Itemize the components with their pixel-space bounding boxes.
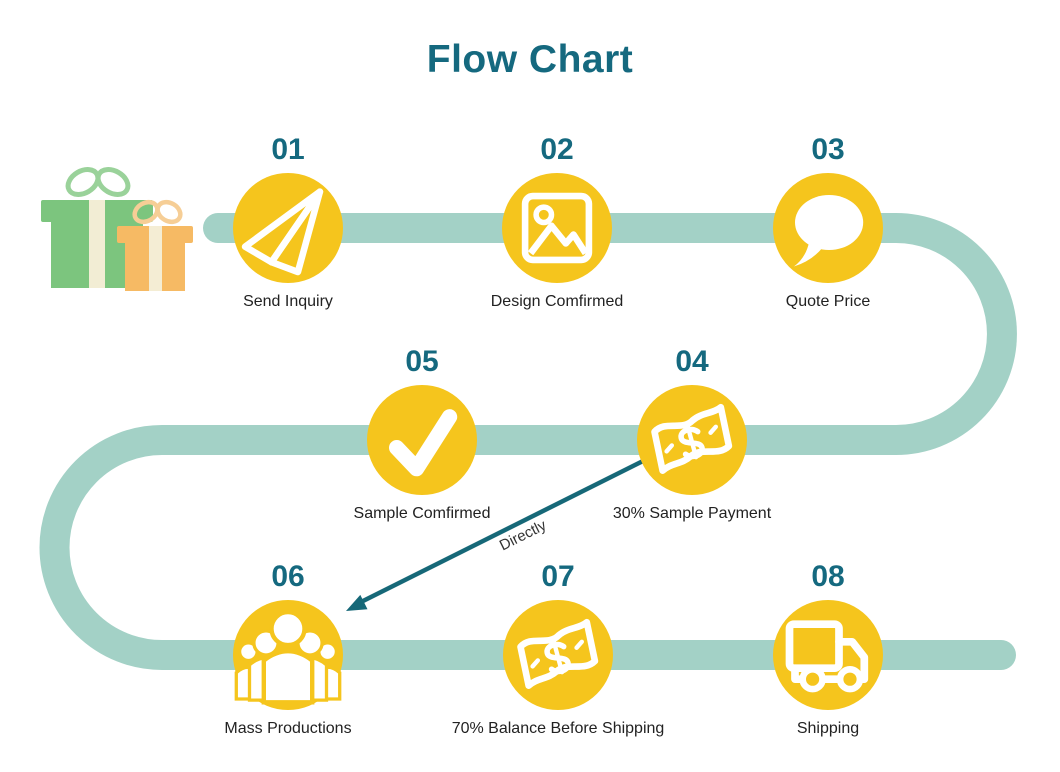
step-number: 06 xyxy=(271,560,305,593)
step-label: Shipping xyxy=(796,720,860,737)
step-circle xyxy=(773,173,883,283)
gift-green-ribbon xyxy=(89,200,105,288)
checkmark-icon xyxy=(389,409,458,477)
money-bill-icon xyxy=(651,403,733,474)
step-label: Mass Productions xyxy=(224,720,352,737)
image-icon xyxy=(521,192,593,264)
step-circle xyxy=(233,600,343,710)
gift-boxes-icon xyxy=(41,167,193,291)
step-02-design-confirmed: 02 Design Comfirmed xyxy=(447,133,667,311)
step-number: 05 xyxy=(405,345,439,378)
step-07-balance-before-shipping: 07 70% Balance Before Shipping xyxy=(448,560,668,738)
directly-arrow-head-icon xyxy=(346,594,368,611)
step-circle xyxy=(233,173,343,283)
step-circle xyxy=(773,600,883,710)
step-label: Quote Price xyxy=(785,293,871,310)
step-06-mass-productions: 06 Mass Productions xyxy=(178,560,398,738)
step-circle xyxy=(637,385,747,495)
paper-plane-icon xyxy=(241,188,324,276)
step-label: Send Inquiry xyxy=(243,293,333,310)
step-label: Sample Comfirmed xyxy=(353,505,491,522)
step-05-sample-confirmed: 05 Sample Comfirmed xyxy=(312,345,532,523)
truck-icon xyxy=(785,620,869,693)
step-number: 07 xyxy=(541,560,575,593)
step-number: 04 xyxy=(675,345,709,378)
step-circle xyxy=(367,385,477,495)
step-01-send-inquiry: 01 Send Inquiry xyxy=(178,133,398,311)
people-icon xyxy=(234,609,342,705)
step-04-sample-payment: 04 30% Sample Payment xyxy=(582,345,802,523)
step-number: 02 xyxy=(540,133,574,166)
step-08-shipping: 08 Shipping xyxy=(718,560,938,738)
step-number: 03 xyxy=(811,133,845,166)
gift-orange-ribbon xyxy=(149,226,162,291)
speech-bubble-icon xyxy=(793,195,864,267)
flow-track-path xyxy=(39,213,1017,670)
step-03-quote-price: 03 Quote Price xyxy=(718,133,938,311)
step-circle xyxy=(503,600,613,710)
step-number: 08 xyxy=(811,560,845,593)
step-label: 30% Sample Payment xyxy=(612,505,772,522)
directly-arrow-line xyxy=(359,456,649,605)
money-bill-icon xyxy=(517,618,599,689)
step-number: 01 xyxy=(271,133,305,166)
step-circle xyxy=(502,173,612,283)
page-title: Flow Chart xyxy=(426,38,634,81)
step-label: Design Comfirmed xyxy=(490,293,624,310)
step-label: 70% Balance Before Shipping xyxy=(451,720,665,737)
